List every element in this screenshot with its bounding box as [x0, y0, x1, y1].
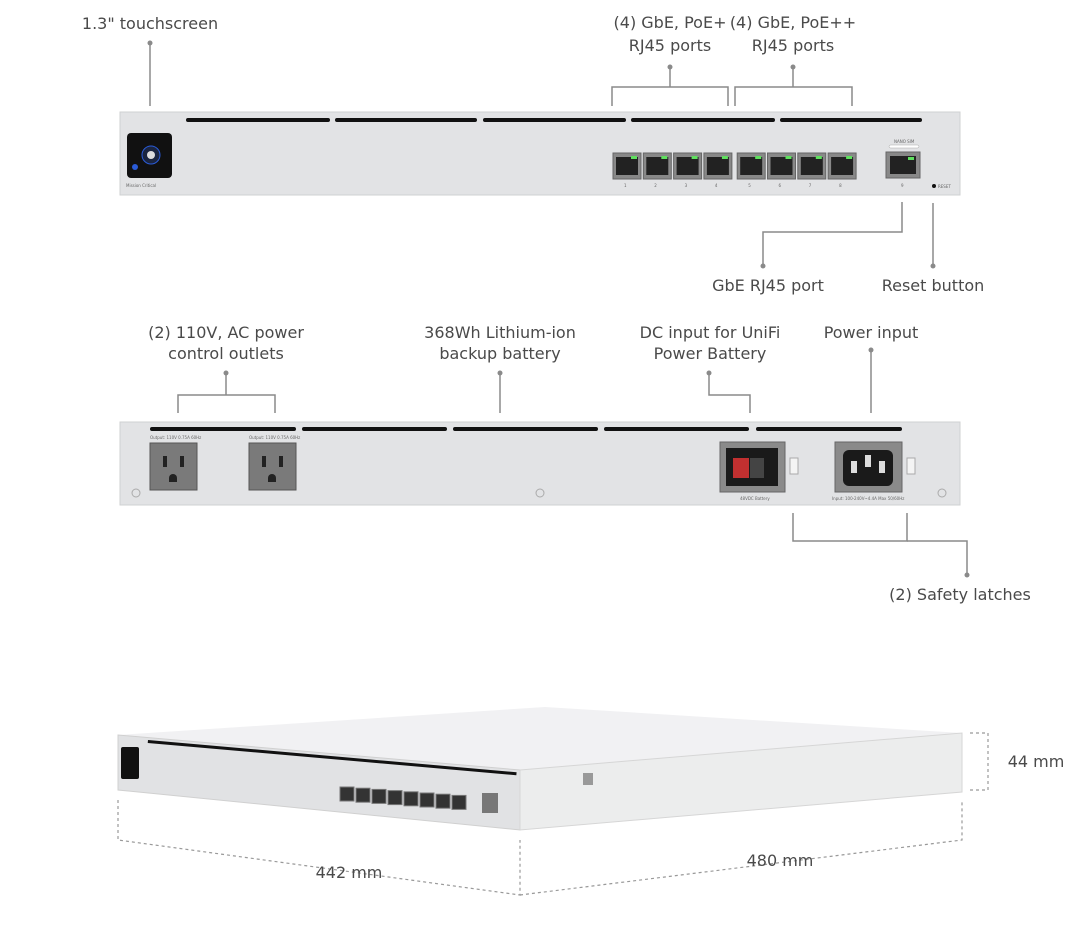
dc-input-label: DC input for UniFi	[640, 323, 781, 342]
rj45-port-3d	[403, 791, 419, 807]
brand-text: Mission Critical	[126, 183, 156, 188]
reset-button-label: Reset button	[882, 276, 985, 295]
port-9[interactable]	[885, 151, 921, 179]
rj45-port[interactable]	[642, 152, 672, 180]
rj45-port[interactable]	[736, 152, 766, 180]
ac-outlet-1[interactable]	[149, 442, 198, 491]
rj45-port[interactable]	[797, 152, 827, 180]
reset-text: RESET	[938, 184, 951, 189]
battery-label-2: backup battery	[439, 344, 560, 363]
battery-label: 368Wh Lithium-ion	[424, 323, 576, 342]
rj45-port-3d	[387, 790, 403, 806]
port-number: 9	[901, 183, 904, 188]
outlets-label: (2) 110V, AC power	[148, 323, 304, 342]
latches-label: (2) Safety latches	[889, 585, 1031, 604]
rj45-ports: 1 2 3 4 5 6 7 8	[612, 152, 857, 188]
dc-battery-connector[interactable]	[719, 441, 799, 493]
isometric-view	[117, 707, 963, 831]
outlet-text: Output: 110V 0.75A 60Hz	[150, 435, 201, 440]
rj45-port-3d	[451, 794, 467, 810]
safety-latch[interactable]	[906, 457, 916, 475]
touchscreen-label: 1.3" touchscreen	[82, 14, 218, 33]
touchscreen[interactable]	[127, 133, 172, 178]
port-number: 8	[839, 183, 842, 188]
sim-slot[interactable]	[888, 144, 920, 149]
rj45-port-3d	[339, 786, 355, 802]
nano-sim-text: NANO SIM	[894, 139, 915, 144]
rj45-port-3d	[435, 793, 451, 809]
width-dimension: 442 mm	[316, 863, 383, 882]
dc-text: 48VDC Battery	[740, 496, 770, 501]
port-number: 2	[654, 183, 657, 188]
rj45-port-3d	[371, 788, 387, 804]
back-panel: Output: 110V 0.75A 60Hz Output: 110V 0.7…	[119, 421, 961, 506]
height-dimension: 44 mm	[1008, 752, 1065, 771]
port-number: 3	[685, 183, 688, 188]
poe-plus-label: (4) GbE, PoE+	[614, 13, 727, 32]
outlet-text: Output: 110V 0.75A 60Hz	[249, 435, 300, 440]
outlets-label-2: control outlets	[168, 344, 284, 363]
rj45-port[interactable]	[827, 152, 857, 180]
rj45-port-3d	[419, 792, 435, 808]
poe-plus-label-2: RJ45 ports	[629, 36, 711, 55]
rj45-port[interactable]	[673, 152, 703, 180]
safety-latch[interactable]	[789, 457, 799, 475]
reset-button[interactable]	[932, 184, 936, 188]
rj45-port-3d	[355, 787, 371, 803]
poe-plusplus-label-2: RJ45 ports	[752, 36, 834, 55]
rj45-port[interactable]	[767, 152, 796, 180]
touchscreen-3d	[121, 747, 139, 779]
port-number: 5	[748, 183, 751, 188]
gbe-port-label: GbE RJ45 port	[712, 276, 824, 295]
dc-input-label-2: Power Battery	[654, 344, 767, 363]
rj45-port[interactable]	[612, 152, 642, 180]
ac-power-inlet[interactable]	[834, 441, 916, 493]
port-number: 4	[715, 183, 718, 188]
ac-text: Input: 100-240V~4.4A Max 50/60Hz	[832, 496, 904, 501]
depth-dimension: 480 mm	[747, 851, 814, 870]
port-number: 7	[809, 183, 812, 188]
power-input-label: Power input	[824, 323, 919, 342]
rj45-port[interactable]	[703, 152, 733, 180]
ac-outlet-2[interactable]	[248, 442, 297, 491]
front-panel: Mission Critical 1 2 3 4 5 6 7 8 NANO SIM 9 RES…	[119, 111, 961, 196]
port-number: 1	[624, 183, 627, 188]
poe-plusplus-label: (4) GbE, PoE++	[730, 13, 856, 32]
port-number: 6	[779, 183, 782, 188]
